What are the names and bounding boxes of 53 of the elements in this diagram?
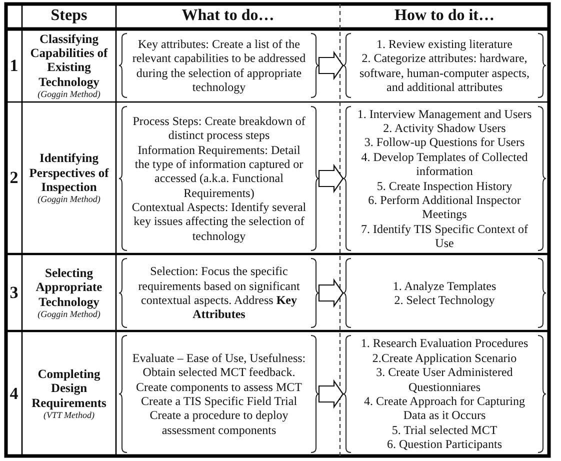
list-item: 7. Identify TIS Specific Context of Use xyxy=(360,222,530,250)
step-title: Completing Design Requirements xyxy=(30,366,108,410)
row-number: 2 xyxy=(10,168,18,188)
description-text: Create a procedure to deploy assessment components xyxy=(148,408,290,438)
list-item: 6. Question Participants xyxy=(387,437,502,452)
method-note: (Goggin Method) xyxy=(38,194,100,205)
bracketed-text-block xyxy=(119,258,319,328)
list-item: 2. Select Technology xyxy=(394,293,495,308)
list-item: 4. Create Approach for Capturing Data as it Occurs xyxy=(363,394,526,423)
list-item: 1. Review existing literature xyxy=(376,36,512,52)
description-text: Create components to assess MCT xyxy=(136,380,302,394)
list-item: 5. Trial selected MCT xyxy=(392,422,498,438)
list-item: 1. Research Evaluation Procedures xyxy=(360,336,528,351)
bracketed-text-block xyxy=(119,33,319,98)
step-title: Selecting Appropriate Technology xyxy=(34,266,104,309)
list-item: 4. Develop Templates of Collected information xyxy=(360,150,529,178)
list-item: 5. Create Inspection History xyxy=(376,178,512,193)
bracketed-text-block xyxy=(343,106,546,251)
list-item: 3. Follow-up Questions for Users xyxy=(364,135,525,150)
method-note: (VTT Method) xyxy=(43,410,95,420)
description-text: Create a TIS Specific Field Trial xyxy=(140,394,298,408)
description-text: Evaluate – Ease of Use, Usefulness: Obtain selected MCT feedback. xyxy=(131,350,307,380)
row-number: 3 xyxy=(10,282,18,302)
bracketed-text-block xyxy=(119,335,319,453)
block-arrow xyxy=(318,50,344,80)
description-text: Contextual Aspects: Identify several key issues affecting the selection of technology xyxy=(130,200,308,244)
block-arrow xyxy=(318,164,344,194)
list-item: 1. Interview Management and Users xyxy=(357,106,532,121)
bracketed-text-block xyxy=(343,33,546,98)
block-arrow xyxy=(318,278,344,308)
list-item: 6. Perform Additional Inspector Meetings xyxy=(367,192,522,222)
description-text: Selection: Focus the specific requirements based on significant contextual aspects. Address Key Attributes xyxy=(137,264,301,322)
list-item: 2. Activity Shadow Users xyxy=(383,120,506,136)
column-header: What to do… xyxy=(182,7,274,26)
description-text: Key attributes: Create a list of the relevant capabilities to be addressed during the selection of appropriate technology xyxy=(131,36,307,94)
list-item: 3. Create User Administered Questionniares xyxy=(375,365,514,394)
column-header: Steps xyxy=(50,7,88,26)
step-title: Classifying Capabilities of Existing Technology xyxy=(29,32,109,90)
step-title: Identifying Perspectives of Inspection xyxy=(28,151,110,194)
bracketed-text-block xyxy=(343,335,546,453)
description-text: Information Requirements: Detail the type of information captured or accessed (a.k.a. Functional Requirements) xyxy=(134,142,304,200)
column-header: How to do it… xyxy=(394,7,494,26)
list-item: 2.Create Application Scenario xyxy=(372,350,517,366)
bracketed-text-block xyxy=(119,106,319,251)
bracketed-text-block xyxy=(343,258,546,328)
block-arrow xyxy=(318,379,344,409)
method-note: (Goggin Method) xyxy=(38,308,100,320)
description-text: Process Steps: Create breakdown of distinct process steps xyxy=(132,114,306,143)
method-note: (Goggin Method) xyxy=(38,89,100,100)
row-number: 1 xyxy=(10,56,18,76)
list-item: 1. Analyze Templates xyxy=(392,278,496,293)
row-number: 4 xyxy=(10,384,18,404)
list-item: 2. Categorize attributes: hardware, software, human-computer aspects, and additional attributes xyxy=(358,51,530,94)
